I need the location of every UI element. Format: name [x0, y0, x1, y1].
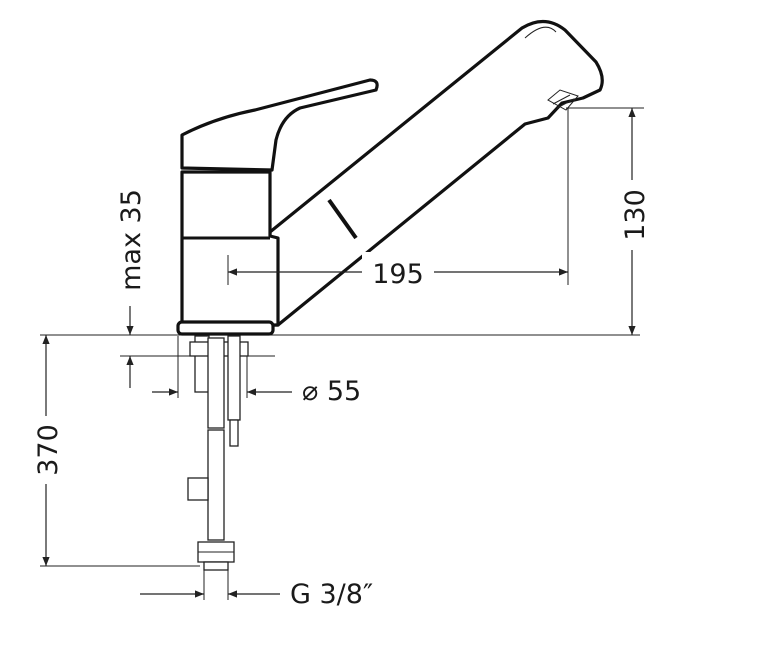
outlet-fitting-end	[229, 419, 239, 447]
faucet-body	[176, 19, 604, 336]
pull-out-spout	[268, 19, 604, 327]
dimension-deck-thickness: max 35	[116, 189, 147, 388]
spray-head-tip	[524, 26, 557, 39]
reach-label-bg	[362, 252, 434, 288]
dimension-connection-thread: G 3/8″	[140, 568, 373, 610]
hose-braid-upper	[207, 337, 225, 429]
reach-label: 195	[372, 259, 424, 290]
height-label: 130	[620, 189, 651, 241]
aerator	[547, 89, 579, 111]
body-column	[180, 170, 280, 327]
dimension-hose-length: 370	[32, 335, 200, 567]
spout-ring-band	[327, 198, 358, 240]
hose-length-label-bg	[32, 416, 62, 484]
hose-braid-lower	[207, 429, 225, 541]
dimension-height: 130	[566, 107, 651, 335]
check-valve	[187, 477, 209, 501]
dimension-reach: 195	[227, 108, 569, 290]
diameter-label: ⌀ 55	[302, 376, 361, 407]
deck-thickness-label: max 35	[116, 189, 147, 291]
hose-thread-end	[203, 561, 229, 571]
dimension-base-diameter: ⌀ 55	[152, 336, 361, 407]
outlet-fitting	[227, 335, 241, 421]
mounting-hardware	[187, 335, 249, 571]
faucet-base	[176, 320, 275, 336]
thread-label: G 3/8″	[290, 579, 373, 610]
lever-handle	[180, 78, 379, 172]
height-label-bg	[615, 180, 649, 250]
hose-length-label: 370	[33, 424, 64, 476]
